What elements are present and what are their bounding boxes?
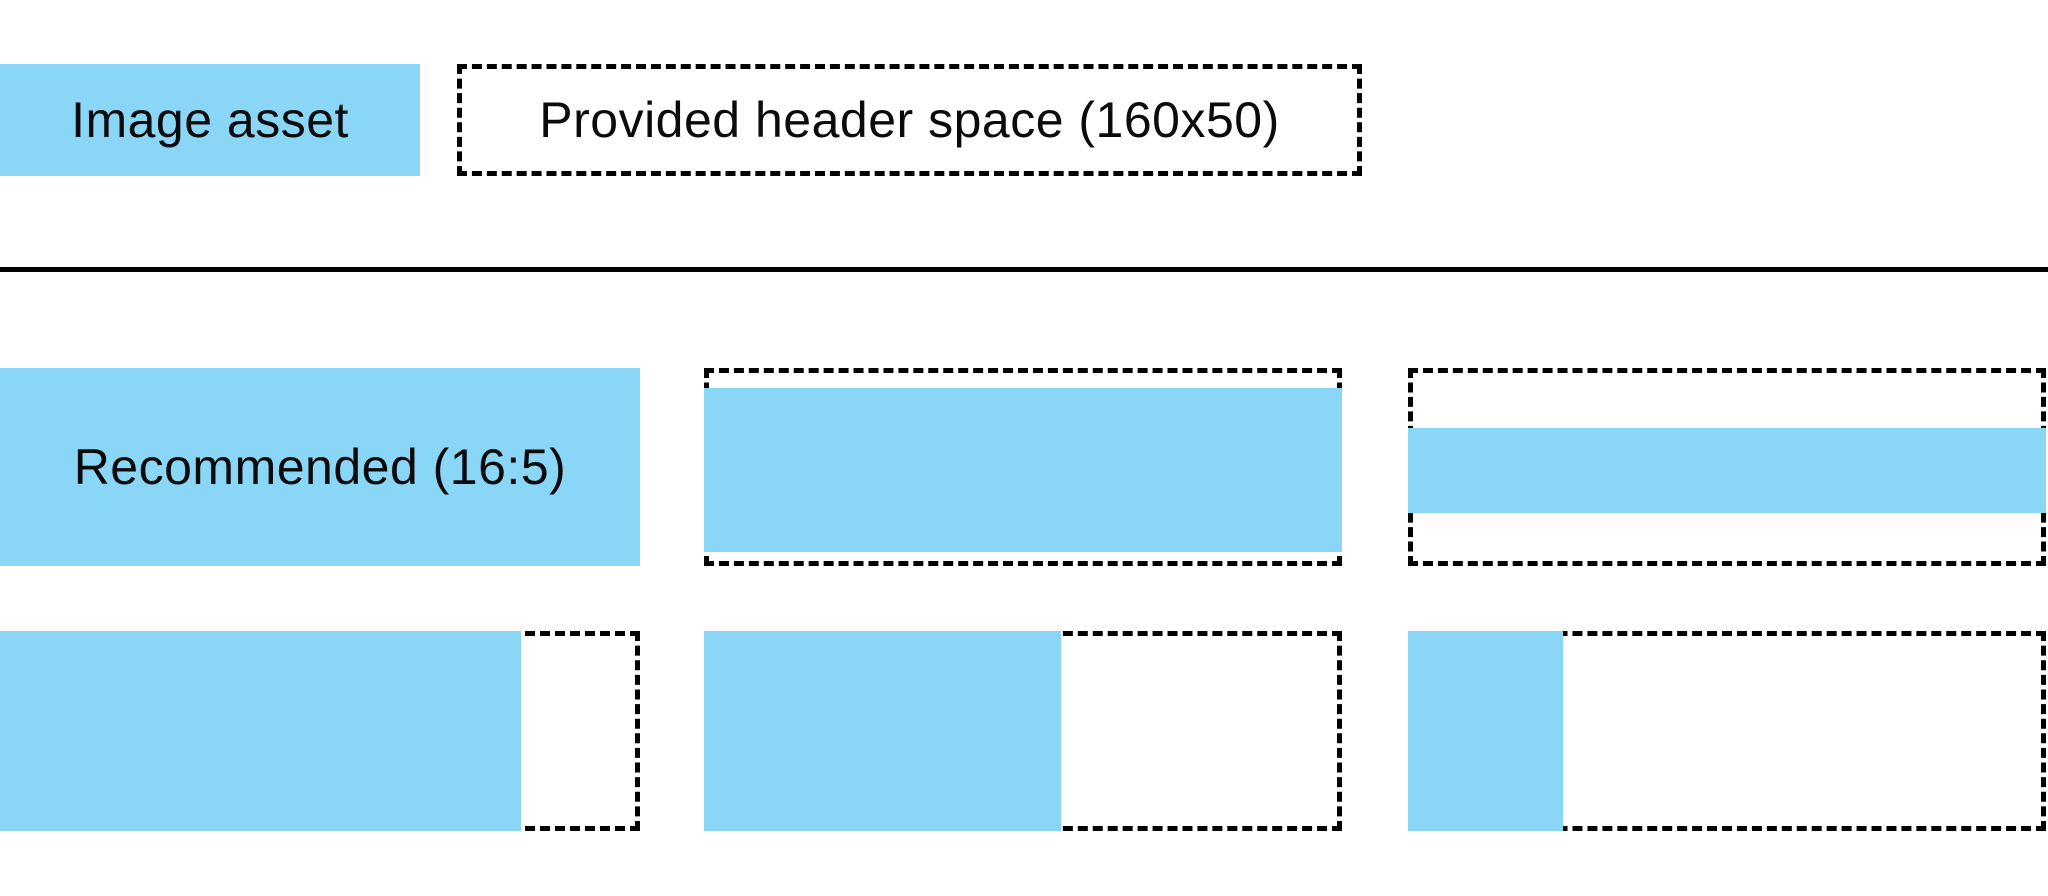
example-box-shorter-centered bbox=[704, 368, 1342, 566]
example-box-thin-strip bbox=[1408, 368, 2046, 566]
image-asset-fill bbox=[704, 631, 1061, 831]
recommended-label: Recommended (16:5) bbox=[73, 439, 567, 495]
image-asset-fill bbox=[1408, 631, 1563, 831]
example-box-recommended: Recommended (16:5) bbox=[0, 368, 640, 566]
legend-header-space-box: Provided header space (160x50) bbox=[457, 64, 1362, 176]
example-box-width-80 bbox=[0, 631, 640, 831]
image-asset-fill bbox=[1408, 428, 2046, 513]
image-asset-fill bbox=[0, 631, 521, 831]
legend-image-asset-label: Image asset bbox=[71, 92, 349, 148]
example-box-width-25 bbox=[1408, 631, 2046, 831]
legend-image-asset-swatch: Image asset bbox=[0, 64, 420, 176]
example-box-width-55 bbox=[704, 631, 1342, 831]
section-divider bbox=[0, 267, 2048, 272]
image-asset-fill bbox=[704, 388, 1342, 552]
legend-header-space-label: Provided header space (160x50) bbox=[539, 92, 1280, 148]
image-asset-fill bbox=[0, 368, 640, 566]
